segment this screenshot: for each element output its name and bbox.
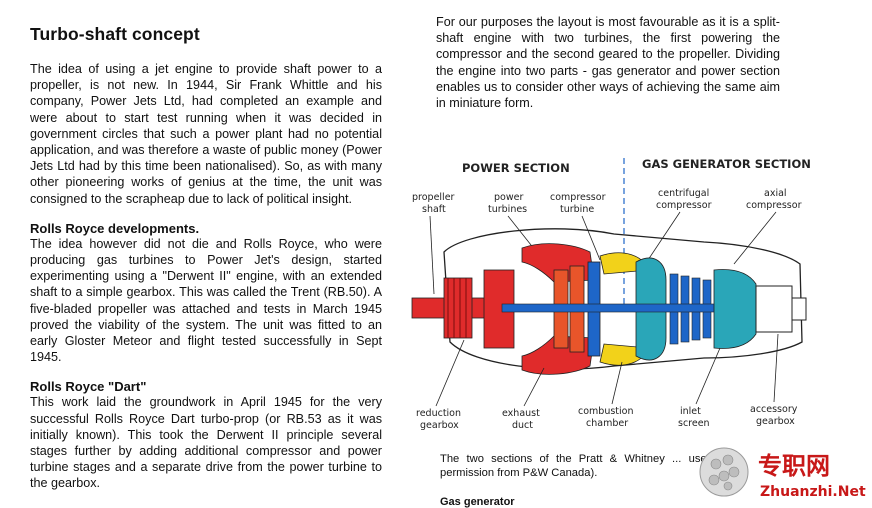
svg-text:screen: screen (678, 418, 710, 429)
watermark-cn: 专职网 (758, 452, 830, 480)
svg-text:combustion: combustion (578, 406, 634, 417)
rolls-royce-paragraph: The idea however did not die and Rolls R… (30, 236, 382, 365)
split-shaft-paragraph: For our purposes the layout is most favo… (436, 15, 780, 111)
svg-text:turbines: turbines (488, 204, 527, 215)
svg-text:centrifugal: centrifugal (658, 188, 709, 199)
page-title: Turbo-shaft concept (30, 24, 200, 44)
svg-text:axial: axial (764, 188, 787, 199)
engine-diagram: POWER SECTION GAS GENERATOR SECTION prop… (411, 157, 811, 431)
svg-text:reduction: reduction (416, 408, 461, 419)
dart-paragraph: This work laid the groundwork in April 1… (30, 395, 382, 491)
svg-text:compressor: compressor (550, 192, 606, 203)
svg-text:chamber: chamber (586, 418, 628, 429)
rolls-royce-heading: Rolls Royce developments. (30, 220, 200, 236)
svg-text:compressor: compressor (746, 200, 802, 211)
svg-text:exhaust: exhaust (502, 408, 540, 419)
figure-caption: The two sections of the Pratt & Whitney … (440, 453, 740, 479)
svg-text:propeller: propeller (412, 192, 455, 203)
left-column: Turbo-shaft concept The idea of using a … (30, 24, 382, 492)
svg-text:turbine: turbine (560, 204, 594, 215)
intro-paragraph: The idea of using a jet engine to provid… (30, 62, 382, 206)
svg-text:accessory: accessory (750, 404, 798, 415)
watermark-logo: 专职网 Zhuanzhi.Net (699, 447, 866, 500)
svg-text:gearbox: gearbox (420, 420, 459, 431)
svg-text:power: power (494, 192, 523, 203)
bottom-labels: reduction gearbox exhaust duct combustio… (416, 404, 798, 431)
gas-generator-heading: Gas generator (440, 496, 515, 508)
svg-text:gearbox: gearbox (756, 416, 795, 427)
svg-text:compressor: compressor (656, 200, 712, 211)
svg-text:shaft: shaft (422, 204, 446, 215)
watermark-url: Zhuanzhi.Net (760, 484, 866, 500)
dart-heading: Rolls Royce "Dart" (30, 379, 147, 395)
top-labels: propeller shaft power turbines compresso… (412, 188, 802, 215)
svg-text:duct: duct (512, 420, 533, 431)
svg-text:inlet: inlet (680, 406, 701, 417)
right-column: For our purposes the layout is most favo… (436, 14, 780, 111)
gas-generator-section-title: GAS GENERATOR SECTION (642, 157, 811, 171)
power-section-title: POWER SECTION (462, 161, 570, 175)
